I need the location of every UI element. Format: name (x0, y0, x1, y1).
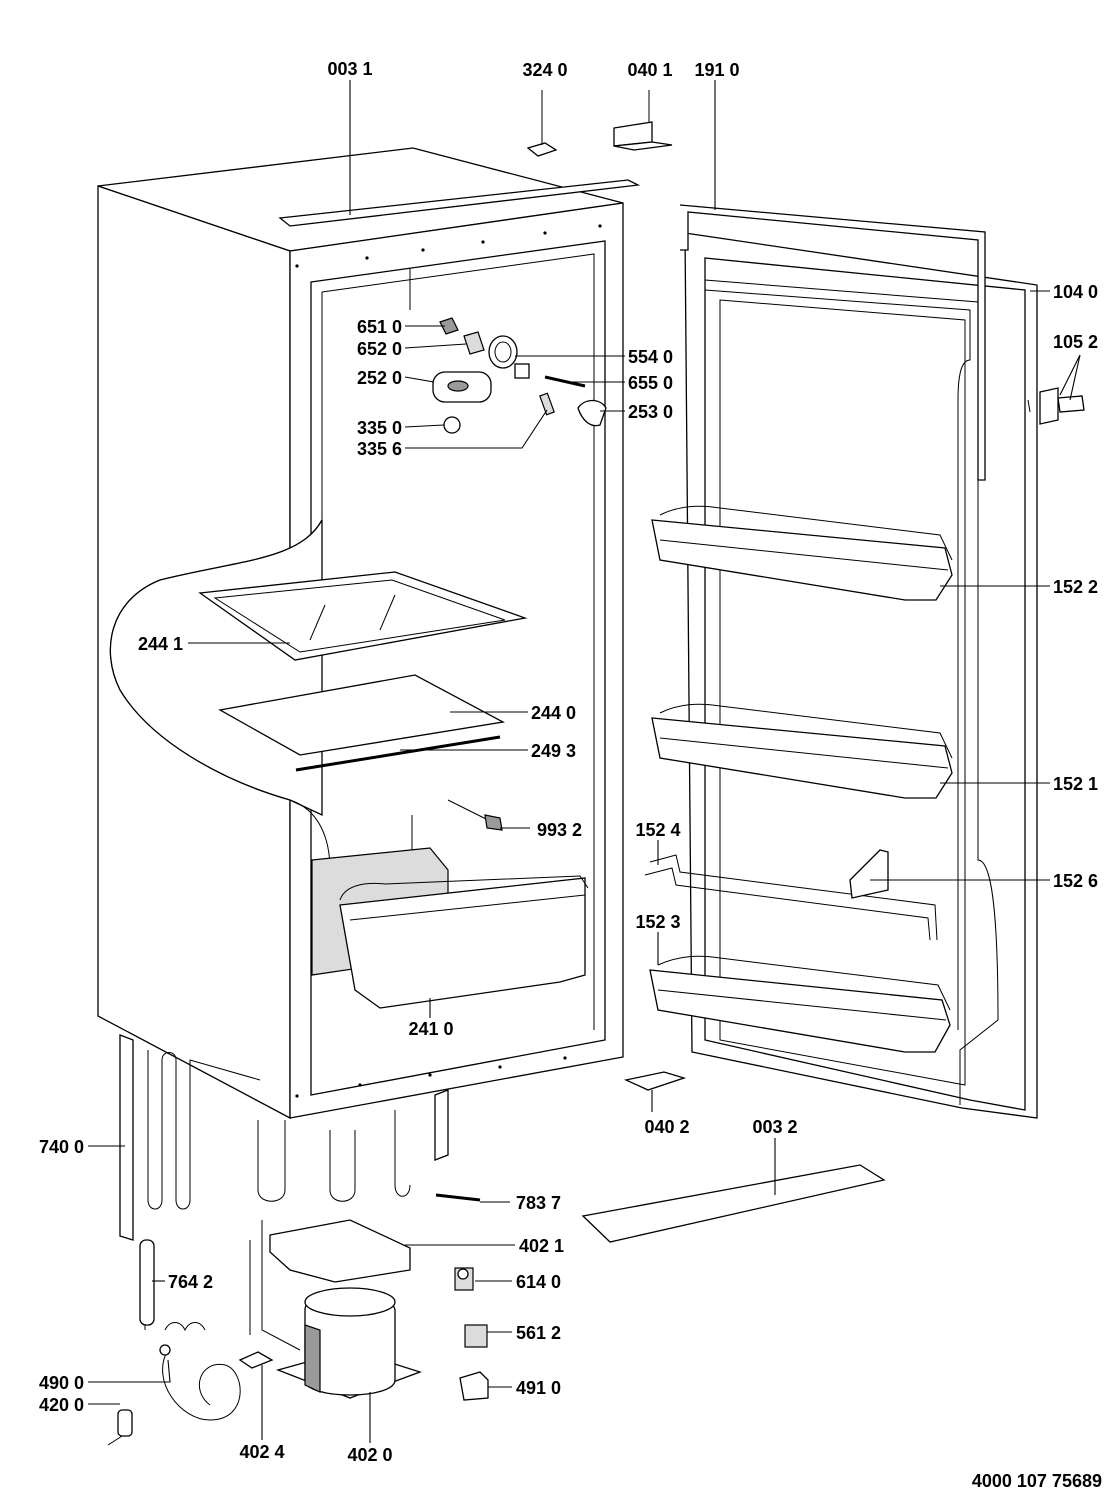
callout-655-0: 655 0 (628, 373, 673, 393)
callout-252-0: 252 0 (357, 368, 402, 388)
part-402-4 (238, 1351, 274, 1369)
door (679, 204, 1038, 1119)
callout-152-3: 152 3 (635, 912, 680, 932)
capacitor-420-0 (107, 1409, 133, 1446)
callout-402-4: 402 4 (239, 1442, 284, 1462)
bracket-402-1 (269, 1219, 411, 1283)
part-040-2 (623, 1071, 687, 1091)
callout-740-0: 740 0 (39, 1137, 84, 1157)
callout-191-0: 191 0 (694, 60, 739, 80)
callout-764-2: 764 2 (168, 1272, 213, 1292)
part-554-0 (488, 335, 518, 369)
callout-003-1: 003 1 (327, 59, 372, 79)
callout-614-0: 614 0 (516, 1272, 561, 1292)
wire-rail-152-4 (644, 854, 938, 941)
callout-152-6: 152 6 (1053, 871, 1098, 891)
callout-253-0: 253 0 (628, 402, 673, 422)
callout-244-0: 244 0 (531, 703, 576, 723)
callout-040-2: 040 2 (644, 1117, 689, 1137)
callout-652-0: 652 0 (357, 339, 402, 359)
callout-491-0: 491 0 (516, 1378, 561, 1398)
callout-335-6: 335 6 (357, 439, 402, 459)
callout-241-0: 241 0 (408, 1019, 453, 1039)
callout-104-0: 104 0 (1053, 282, 1098, 302)
callout-783-7: 783 7 (516, 1193, 561, 1213)
callout-152-4: 152 4 (635, 820, 680, 840)
part-561-2 (464, 1324, 488, 1348)
part-554-0b (514, 363, 530, 379)
door-shelf-152-2 (651, 505, 953, 601)
callout-152-2: 152 2 (1053, 577, 1098, 597)
callout-993-2: 993 2 (537, 820, 582, 840)
callout-249-3: 249 3 (531, 741, 576, 761)
callout-402-1: 402 1 (519, 1236, 564, 1256)
callout-402-0: 402 0 (347, 1445, 392, 1465)
callout-244-1: 244 1 (138, 634, 183, 654)
callout-105-2: 105 2 (1053, 332, 1098, 352)
shelf-trim-249-3 (295, 735, 501, 772)
sensor-993-2 (447, 799, 503, 831)
door-shelf-152-3 (649, 955, 951, 1053)
part-491-0 (459, 1371, 489, 1401)
part-003-2 (581, 1164, 886, 1243)
hinge-105-2 (1027, 387, 1085, 425)
power-cord-490-0 (159, 1344, 241, 1421)
callout-152-1: 152 1 (1053, 774, 1098, 794)
glass-shelf-244-1 (198, 571, 528, 661)
callout-003-2: 003 2 (752, 1117, 797, 1137)
part-652-0 (463, 331, 485, 355)
part-783-7 (435, 1193, 481, 1202)
part-614-0 (454, 1267, 474, 1291)
glass-shelf-244-0 (218, 674, 506, 756)
callout-335-0: 335 0 (357, 418, 402, 438)
compressor-402-0 (275, 1287, 423, 1399)
document-number: 4000 107 75689 (972, 1471, 1102, 1491)
callout-490-0: 490 0 (39, 1373, 84, 1393)
crisper-241-0 (339, 875, 589, 1009)
callout-651-0: 651 0 (357, 317, 402, 337)
part-335-0 (443, 416, 461, 434)
dryer-764-2 (139, 1239, 206, 1332)
part-253-0 (577, 399, 607, 427)
callout-554-0: 554 0 (628, 347, 673, 367)
callout-420-0: 420 0 (39, 1395, 84, 1415)
part-335-6 (539, 392, 555, 416)
part-324-0 (526, 142, 558, 157)
callout-labels: 003 1 324 0 040 1 191 0 104 0 105 2 651 … (39, 59, 1102, 1491)
bottle-stop-152-6 (849, 849, 889, 899)
part-651-0 (439, 317, 459, 335)
callout-561-2: 561 2 (516, 1323, 561, 1343)
callout-324-0: 324 0 (522, 60, 567, 80)
callout-040-1: 040 1 (627, 60, 672, 80)
leader-lines (88, 80, 1081, 1443)
part-040-1 (613, 121, 673, 151)
door-shelf-152-1 (651, 703, 953, 799)
thermostat-lamp-group (432, 317, 607, 434)
